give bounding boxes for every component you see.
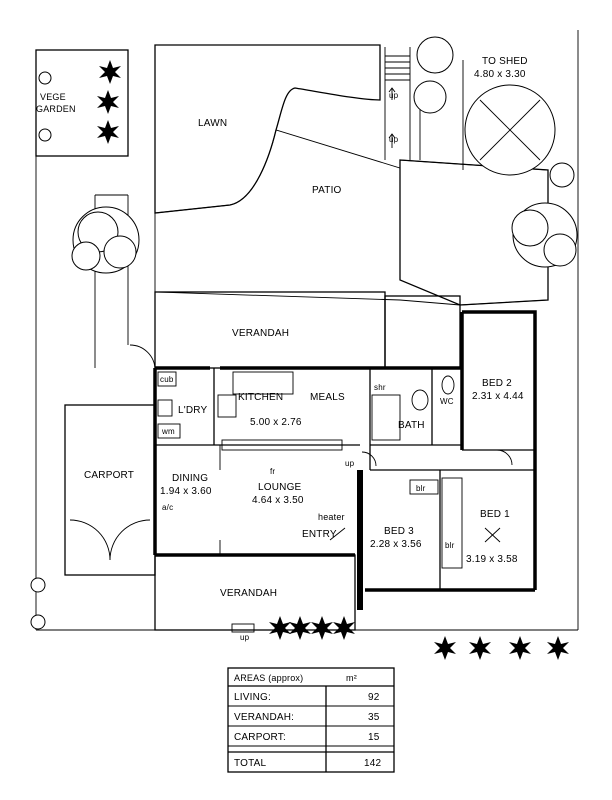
label-bed1-dim: 3.19 x 3.58: [466, 554, 518, 565]
label-bath: BATH: [398, 420, 425, 431]
trees: [30, 36, 578, 630]
label-bed3-dim: 2.28 x 3.56: [370, 539, 422, 550]
label-to-shed-dim: 4.80 x 3.30: [474, 69, 526, 80]
label-up-1: up: [389, 91, 399, 100]
label-lawn: LAWN: [198, 118, 227, 129]
room-labels: VEGE GARDEN LAWN PATIO TO SHED 4.80 x 3.…: [36, 56, 528, 642]
label-dining-dim: 1.94 x 3.60: [160, 486, 212, 497]
areas-row-label: CARPORT:: [234, 732, 286, 743]
shrubs: [97, 60, 569, 660]
label-wm: wm: [161, 427, 175, 436]
front-step: [231, 623, 255, 633]
label-bed1: BED 1: [480, 509, 510, 520]
areas-table: AREAS (approx) m² LIVING: 92 VERANDAH: 3…: [227, 667, 395, 773]
areas-total-label: TOTAL: [234, 758, 267, 769]
label-ac: a/c: [162, 503, 173, 512]
areas-row-label: VERANDAH:: [234, 712, 294, 723]
label-carport: CARPORT: [84, 470, 134, 481]
label-shr: shr: [374, 383, 386, 392]
label-garden: GARDEN: [36, 104, 76, 114]
areas-row-value: 15: [368, 732, 380, 743]
label-wc: WC: [440, 397, 454, 406]
label-entry: ENTRY: [302, 529, 337, 540]
label-blr-2: blr: [445, 541, 455, 550]
label-bed3: BED 3: [384, 526, 414, 537]
areas-title: AREAS (approx): [234, 673, 303, 683]
label-kitchen-dim: 5.00 x 2.76: [250, 417, 302, 428]
label-lounge-dim: 4.64 x 3.50: [252, 495, 304, 506]
label-lounge: LOUNGE: [258, 482, 302, 493]
label-up-4: up: [240, 633, 250, 642]
label-heater: heater: [318, 512, 345, 522]
label-vege: VEGE: [40, 92, 66, 102]
areas-row-value: 92: [368, 692, 380, 703]
areas-row-value: 35: [368, 712, 380, 723]
vege-garden-area: [35, 49, 129, 157]
label-meals: MEALS: [310, 392, 345, 403]
label-verandah-bottom: VERANDAH: [220, 588, 277, 599]
label-up-2: up: [389, 135, 399, 144]
label-ldry: L'DRY: [178, 405, 208, 416]
label-bed2-dim: 2.31 x 4.44: [472, 391, 524, 402]
label-to-shed: TO SHED: [482, 56, 528, 67]
areas-unit: m²: [346, 673, 357, 683]
areas-row-label: LIVING:: [234, 692, 271, 703]
label-up-3: up: [345, 459, 355, 468]
lawn-area: [154, 44, 381, 214]
label-verandah-top: VERANDAH: [232, 328, 289, 339]
label-kitchen: KITCHEN: [238, 392, 283, 403]
house-walls: [64, 291, 537, 631]
areas-total-value: 142: [364, 758, 382, 769]
label-patio: PATIO: [312, 185, 342, 196]
garden-path: [384, 47, 464, 170]
label-fr: fr: [270, 467, 275, 476]
label-blr-1: blr: [416, 484, 426, 493]
label-dining: DINING: [172, 473, 208, 484]
label-cub: cub: [160, 375, 174, 384]
label-bed2: BED 2: [482, 378, 512, 389]
